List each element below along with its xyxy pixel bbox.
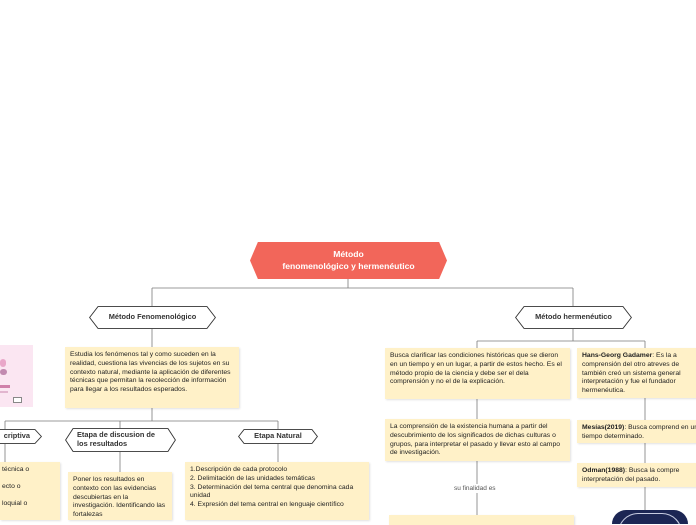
central-title-line1: Método <box>333 249 364 260</box>
card-author-odman[interactable]: Odman(1988): Busca la compre interpretac… <box>577 463 696 487</box>
card-author-mesias[interactable]: Mesías(2019): Busca comprend en un tiemp… <box>577 420 696 443</box>
stage-discusion-label: Etapa de discusion de los resultados <box>77 430 156 448</box>
branch-hermeneutico[interactable]: Método hermenéutico <box>515 306 632 329</box>
card-hermeneutico-history[interactable]: Busca clarificar las condiciones históri… <box>385 348 570 399</box>
stage-natural[interactable]: Etapa Natural <box>238 429 318 444</box>
logo-shape <box>0 385 10 388</box>
image-icon <box>13 397 22 403</box>
branch-fenomenologico-label: Método Fenomenológico <box>108 312 197 322</box>
seal-ring <box>618 513 682 524</box>
logo-shape <box>0 359 6 367</box>
logo-shape <box>0 391 8 393</box>
branch-outline-shape <box>89 306 216 329</box>
branch-fenomenologico[interactable]: Método Fenomenológico <box>89 306 216 329</box>
card-descriptiva[interactable]: técnica o ecto o loquial o <box>0 462 60 520</box>
author-text: : Busca comprend en un tiempo determinad… <box>582 424 696 440</box>
card-line: 3. Determinación del tema central que de… <box>190 483 354 500</box>
logo-shape <box>0 369 7 375</box>
author-name: Mesías(2019) <box>582 424 625 431</box>
card-text: Busca clarificar las condiciones históri… <box>390 352 562 386</box>
card-line: ecto o <box>2 482 21 490</box>
author-text: : Es la a comprensión del otro atreves d… <box>582 352 681 395</box>
seal-image[interactable] <box>612 510 688 524</box>
card-line: técnica o <box>2 466 30 473</box>
author-text: : Busca la compre interpretación del pas… <box>582 467 680 483</box>
card-natural[interactable]: 1.Descripción de cada protocolo 2. Delim… <box>185 462 369 520</box>
card-line: 4. Expresión del tema central en lenguaj… <box>190 501 344 509</box>
central-title-line2: fenomenológico y hermenéutico <box>282 260 415 271</box>
central-node[interactable]: Método fenomenológico y hermenéutico <box>250 242 447 279</box>
card-line: loquial o <box>2 499 28 507</box>
author-name: Hans-Georg Gadamer <box>582 352 653 359</box>
stage-outline-shape <box>238 429 318 444</box>
card-line: 2. Delimitación de las unidades temática… <box>190 474 316 482</box>
card-text: Estudia los fenómenos tal y como suceden… <box>70 351 231 394</box>
branch-outline-shape <box>515 306 632 329</box>
card-line <box>2 475 55 483</box>
author-name: Odman(1988) <box>582 467 626 474</box>
card-line: 1.Descripción de cada protocolo <box>190 466 288 473</box>
stage-natural-label: Etapa Natural <box>254 431 302 441</box>
card-discusion[interactable]: Poner los resultados en contexto con las… <box>68 472 172 520</box>
label-purpose: su finalidad es <box>454 485 496 492</box>
card-line <box>2 492 55 500</box>
stage-descriptiva-label: criptiva <box>3 431 30 441</box>
card-text: La comprensión de la existencia humana a… <box>390 423 561 457</box>
stage-descriptiva[interactable]: criptiva <box>0 429 42 444</box>
stage-discusion[interactable]: Etapa de discusion de los resultados <box>65 428 176 452</box>
thumbnail-image[interactable] <box>0 345 33 407</box>
card-hermeneutico-existence[interactable]: La comprensión de la existencia humana a… <box>385 419 570 461</box>
card-author-gadamer[interactable]: Hans-Georg Gadamer: Es la a comprensión … <box>577 348 696 398</box>
stage-outline-shape <box>0 429 42 444</box>
card-text: Poner los resultados en contexto con las… <box>73 476 166 519</box>
branch-hermeneutico-label: Método hermenéutico <box>535 312 612 322</box>
stage-outline-shape <box>65 428 176 452</box>
card-fenomenologico-description[interactable]: Estudia los fenómenos tal y como suceden… <box>65 347 239 408</box>
card-purpose-cropped[interactable] <box>389 515 574 525</box>
